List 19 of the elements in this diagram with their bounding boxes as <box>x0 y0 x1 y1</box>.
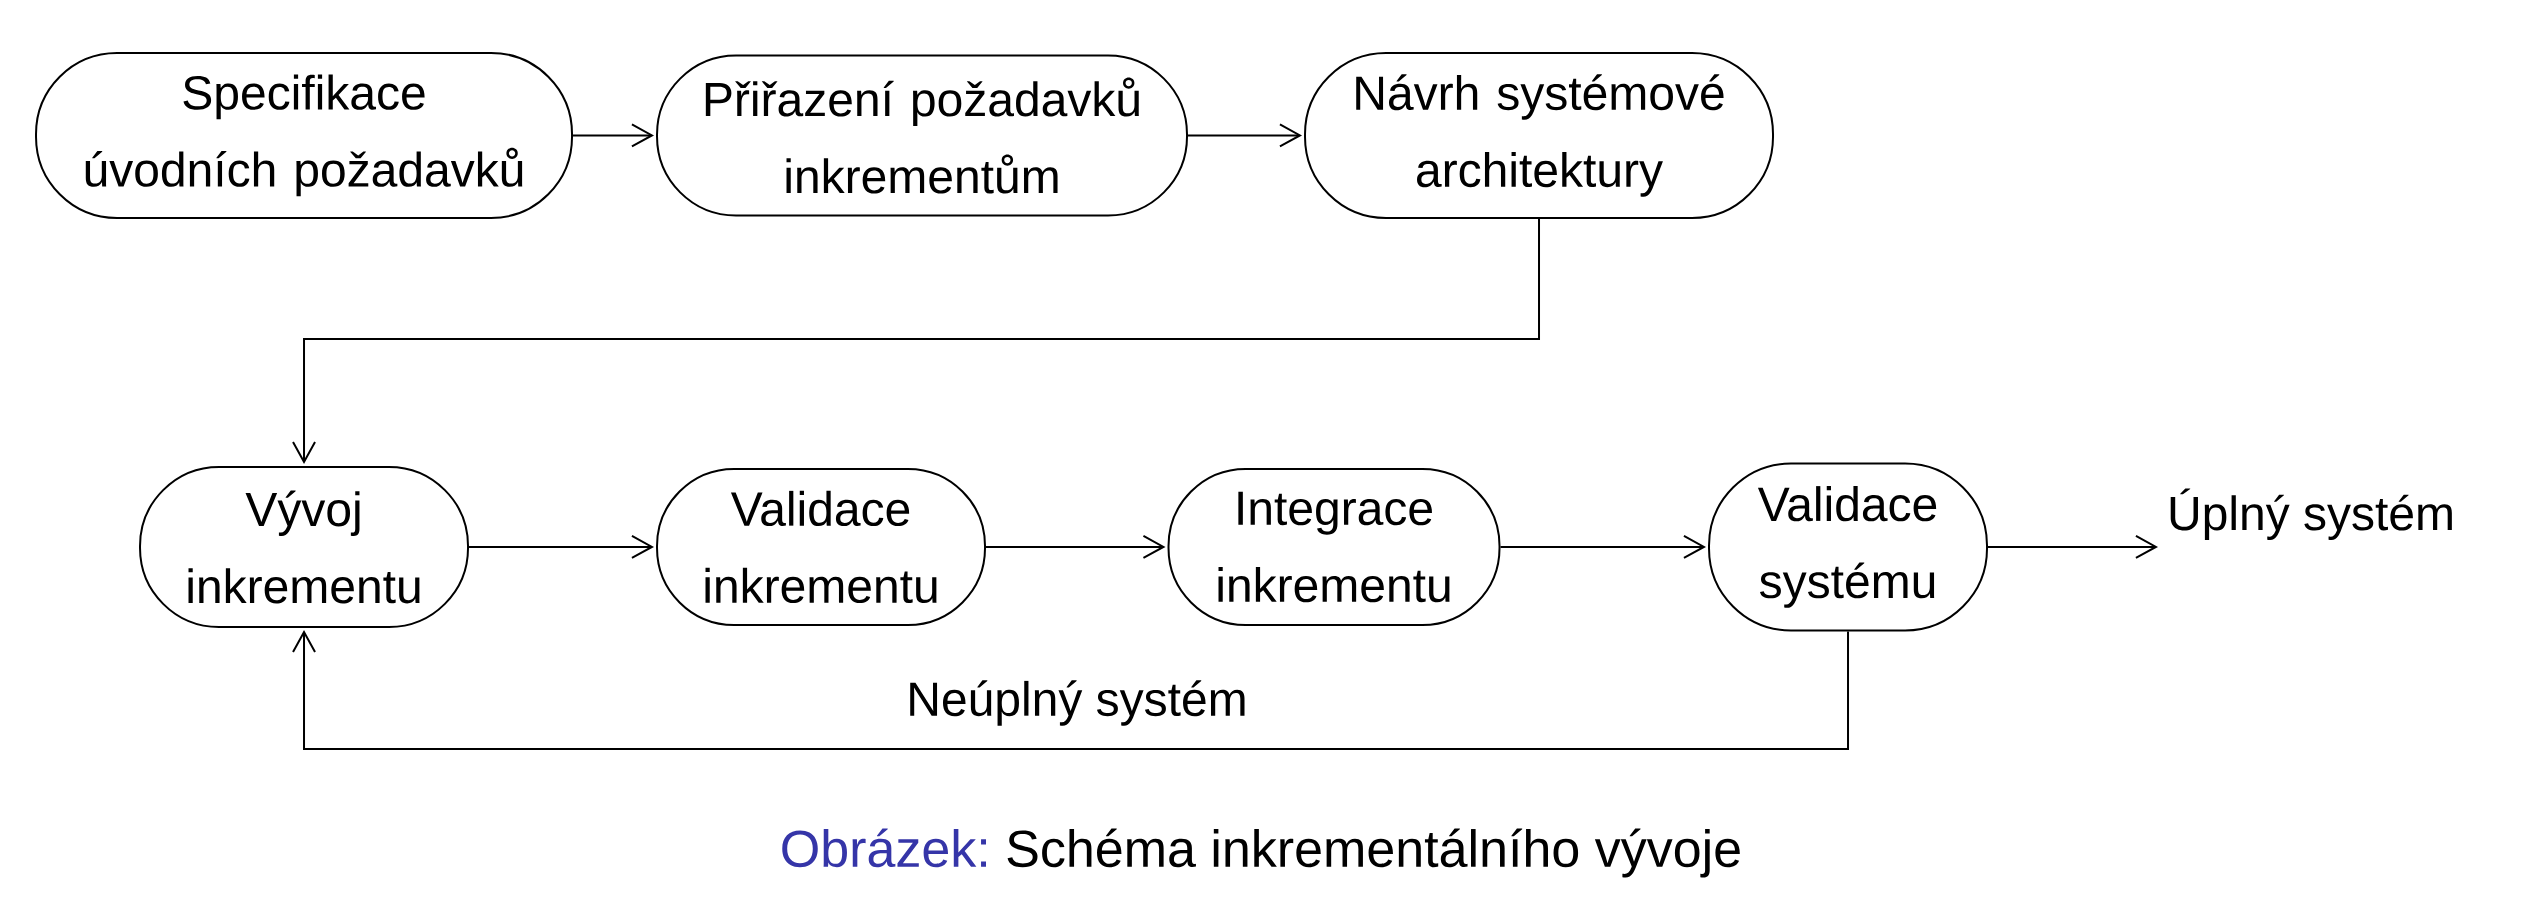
arrow <box>1499 535 1706 559</box>
arrow <box>292 218 1540 464</box>
arrow <box>292 630 1849 750</box>
arrow <box>1187 123 1302 148</box>
process-box: Validace systému <box>1708 462 1988 632</box>
edge-label: Neúplný systém <box>902 676 1252 730</box>
caption: Schéma inkrementálního vývoje <box>1007 828 1740 878</box>
arrow <box>572 123 654 148</box>
arrow <box>985 535 1166 559</box>
arrow <box>1987 535 2158 559</box>
process-box: Návrh systémové architektury <box>1304 52 1774 219</box>
process-box: Vývoj inkrementu <box>139 466 469 628</box>
process-box: Validace inkrementu <box>656 468 986 626</box>
process-box: Přiřazení požadavků inkrementům <box>656 54 1188 217</box>
process-box: Specifikace úvodních požadavků <box>35 52 573 219</box>
arrow <box>468 535 654 559</box>
figure-label: Obrázek: <box>782 828 986 868</box>
process-box: Integrace inkrementu <box>1167 468 1501 626</box>
outcome-label: Úplný systém <box>2170 488 2452 540</box>
